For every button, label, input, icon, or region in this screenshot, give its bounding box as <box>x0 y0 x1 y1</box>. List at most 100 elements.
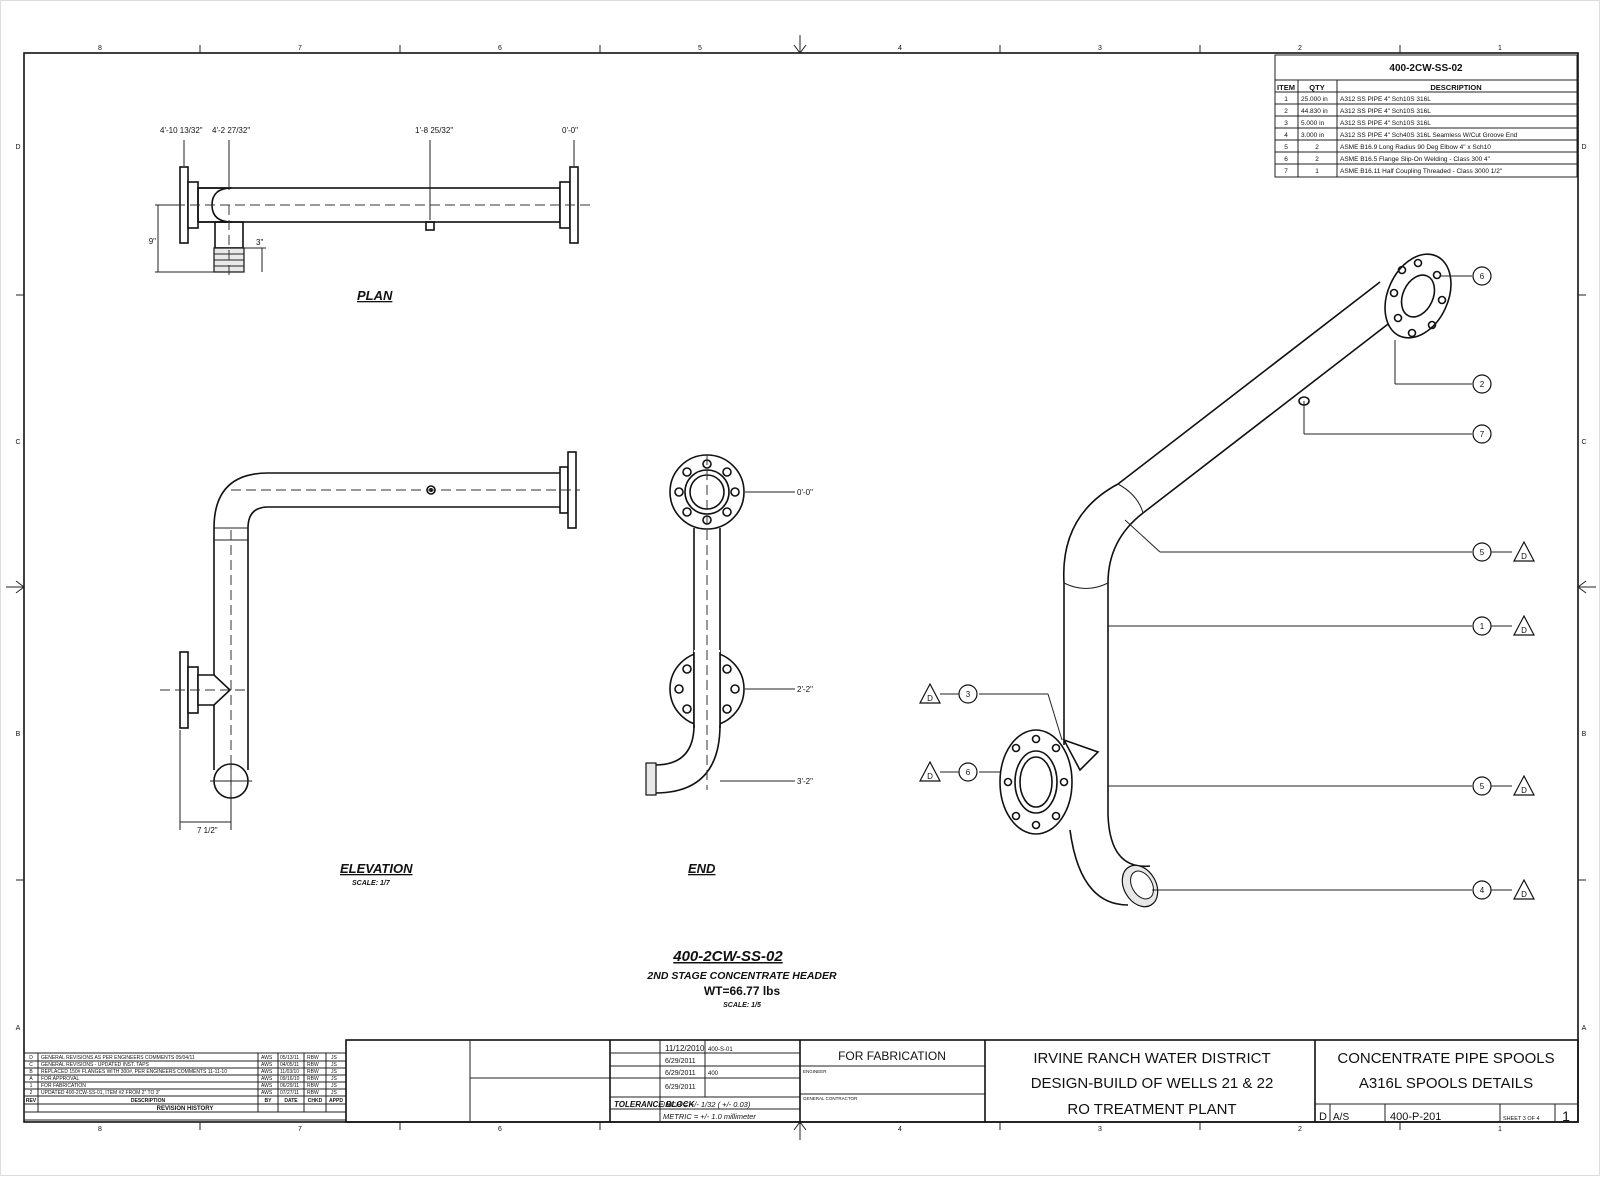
rev-triangle: D <box>1521 626 1527 635</box>
bom-table: 400-2CW-SS-02 ITEM QTY DESCRIPTION 1 25.… <box>1274 54 1578 178</box>
plan-dim-1: 4'-10 13/32" <box>160 126 203 135</box>
bom-row-item: 3 <box>1284 120 1288 127</box>
sheet-scale: A/S <box>1333 1112 1349 1123</box>
bom-row-qty: 2 <box>1315 156 1319 163</box>
bom-row-item: 7 <box>1284 168 1288 175</box>
rev-row-appd: JS <box>331 1055 338 1061</box>
drawing-caption: 400-2CW-SS-02 2ND STAGE CONCENTRATE HEAD… <box>646 948 837 1009</box>
rev-row-date: 06/29/11 <box>280 1083 299 1089</box>
bom-row-desc: ASME B16.5 Flange Slip-On Welding - Clas… <box>1340 156 1491 163</box>
rev-row-rev: D <box>29 1055 33 1061</box>
caption-title: 400-2CW-SS-02 <box>672 948 783 965</box>
rev-row-by: AWS <box>261 1055 273 1061</box>
bom-row-item: 5 <box>1284 144 1288 151</box>
rev-header-rev: REV <box>26 1098 37 1104</box>
zone-col-4-bottom: 4 <box>898 1126 902 1133</box>
rev-row-by: AWS <box>261 1083 273 1089</box>
zone-row-a: A <box>16 1025 21 1032</box>
rev-row-rev: B <box>29 1069 33 1075</box>
zone-col-3: 3 <box>1098 45 1102 52</box>
revision-history-title: REVISION HISTORY <box>157 1106 214 1112</box>
rev-header-by: BY <box>265 1098 273 1104</box>
rev-row-desc: REPLACED 150# FLANGES WITH 300#, PER ENG… <box>41 1069 227 1075</box>
callout-4: 4 <box>1480 886 1485 895</box>
rev-row-desc: GENERAL REVISIONS AS PER ENGINEERS COMME… <box>41 1055 195 1061</box>
rev-row-desc: GENERAL REVISIONS - UPDATED INST. TAPS <box>41 1062 150 1068</box>
subject-number: 400 <box>708 1071 719 1077</box>
bom-row-desc: A312 SS PIPE 4" Sch10S 316L <box>1340 96 1431 103</box>
rev-row-by: AWS <box>261 1090 273 1096</box>
rev-triangle: D <box>1521 552 1527 561</box>
project-line-3: RO TREATMENT PLANT <box>1067 1101 1236 1118</box>
bom-row-qty: 3.000 in <box>1301 132 1325 139</box>
rev-row-appd: JS <box>331 1076 338 1082</box>
project-line-2: DESIGN-BUILD OF WELLS 21 & 22 <box>1031 1075 1274 1092</box>
rev-triangle: D <box>1521 890 1527 899</box>
zone-col-1-bottom: 1 <box>1498 1126 1502 1133</box>
tolerance-label: TOLERANCE BLOCK <box>614 1100 696 1109</box>
end-dim-2: 2'-2" <box>797 685 813 694</box>
elevation-dim: 7 1/2" <box>197 826 218 835</box>
rev-row-chkd: RBW <box>307 1090 319 1096</box>
rev-row-date: 09/16/10 <box>280 1076 300 1082</box>
rev-row-date: 07/27/11 <box>280 1090 299 1096</box>
zone-col-7: 7 <box>298 45 302 52</box>
rev-header-appd: APPD <box>329 1098 343 1104</box>
zone-col-7-bottom: 7 <box>298 1126 302 1133</box>
drawing-title-line-1: CONCENTRATE PIPE SPOOLS <box>1337 1050 1554 1067</box>
zone-col-4: 4 <box>898 45 902 52</box>
zone-col-2: 2 <box>1298 45 1302 52</box>
zone-row-a-right: A <box>1582 1025 1587 1032</box>
rev-row-rev: 1 <box>30 1083 33 1089</box>
job-number: 400-S-01 <box>708 1047 733 1053</box>
callout-2: 2 <box>1480 380 1485 389</box>
plan-view: 4'-10 13/32" 4'-2 27/32" 1'-8 25/32" 0'-… <box>149 126 590 303</box>
tolerance-inch: INCH = +/- 1/32 ( +/- 0.03) <box>663 1100 751 1109</box>
bom-header-description: DESCRIPTION <box>1430 83 1481 92</box>
callout-5-upper: 5 <box>1480 548 1485 557</box>
title-block: 11/12/2010 400-S-01 6/29/2011 6/29/2011 … <box>345 1039 1579 1124</box>
rev-triangle: D <box>927 772 933 781</box>
drawing-title-line-2: A316L SPOOLS DETAILS <box>1359 1075 1533 1092</box>
zone-col-3-bottom: 3 <box>1098 1126 1102 1133</box>
rev-row-rev: C <box>29 1062 33 1068</box>
rev-row-date: 04/05/11 <box>280 1062 299 1068</box>
zone-col-6: 6 <box>498 45 502 52</box>
elevation-view: 7 1/2" ELEVATION SCALE: 1/7 <box>160 451 580 887</box>
sheet-number: SHEET 3 OF 4 <box>1503 1116 1540 1122</box>
zone-row-d: D <box>15 144 20 151</box>
bom-row-desc: ASME B16.11 Half Coupling Threaded - Cla… <box>1340 168 1503 175</box>
bom-row-qty: 5.000 in <box>1301 120 1325 127</box>
rev-header-date: DATE <box>284 1098 298 1104</box>
sheet-border <box>23 52 1579 1123</box>
zone-row-b-right: B <box>1582 731 1587 738</box>
rev-row-chkd: RBW <box>307 1069 319 1075</box>
date-drawn-2: 6/29/2011 <box>665 1070 696 1077</box>
revision-number: 1 <box>1562 1108 1570 1124</box>
rev-row-chkd: RBW <box>307 1076 319 1082</box>
plan-label: PLAN <box>357 288 393 303</box>
date-checked: 6/29/2011 <box>665 1058 696 1065</box>
zone-col-2-bottom: 2 <box>1298 1126 1302 1133</box>
date-drawn: 11/12/2010 <box>665 1044 705 1053</box>
status-text: FOR FABRICATION <box>838 1049 946 1063</box>
bom-row-desc: A312 SS PIPE 4" Sch40S 316L Seamless W/C… <box>1340 132 1518 139</box>
plan-dim-3: 1'-8 25/32" <box>415 126 453 135</box>
zone-row-c: C <box>15 439 20 446</box>
end-dim-1: 0'-0" <box>797 488 813 497</box>
end-dim-3: 3'-2" <box>797 777 813 786</box>
bom-row-desc: A312 SS PIPE 4" Sch10S 316L <box>1340 120 1431 127</box>
bom-row-qty: 2 <box>1315 144 1319 151</box>
rev-triangle: D <box>1521 786 1527 795</box>
bom-row-item: 6 <box>1284 156 1288 163</box>
callout-5-lower: 5 <box>1480 782 1485 791</box>
date-approved: 6/29/2011 <box>665 1084 696 1091</box>
rev-row-appd: JS <box>331 1083 338 1089</box>
zone-col-8-bottom: 8 <box>98 1126 102 1133</box>
rev-row-chkd: RBW <box>307 1055 319 1061</box>
rev-row-appd: JS <box>331 1069 338 1075</box>
bom-row-item: 4 <box>1284 132 1288 139</box>
plan-dim-5: 9" <box>149 237 156 246</box>
